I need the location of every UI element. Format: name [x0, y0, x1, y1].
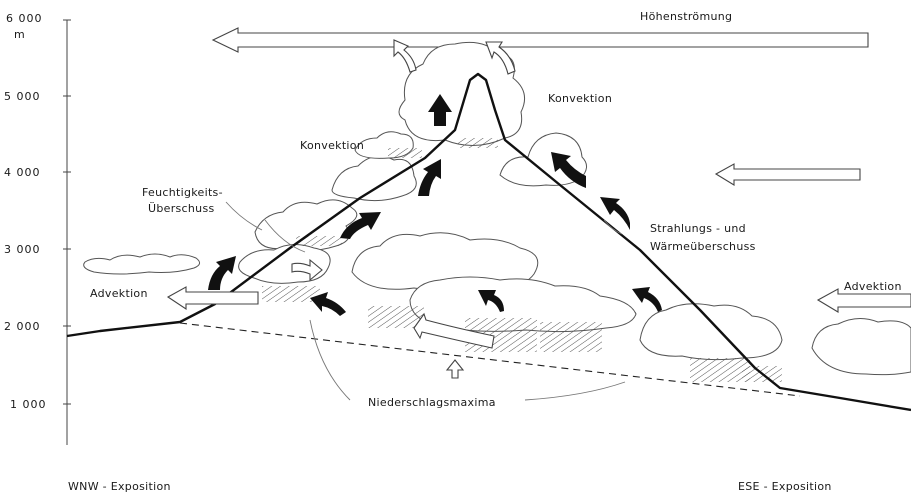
- niederschlag-label: Niederschlagsmaxima: [368, 396, 496, 409]
- konvektion-left-label: Konvektion: [300, 139, 364, 152]
- y-tick-1000: 1 000: [10, 398, 47, 411]
- y-tick-5000: 5 000: [4, 90, 41, 103]
- ese-exposition-label: ESE - Exposition: [738, 480, 832, 493]
- y-axis: 6 000 m 5 000 4 000 3 000 2 000 1 000: [4, 12, 71, 445]
- upslope-arrow-1: [208, 256, 236, 290]
- upper-airflow-arrow: [213, 28, 868, 52]
- slope-arrow-lower: [632, 287, 662, 312]
- feuchtigkeit-label-line2: Überschuss: [148, 202, 215, 215]
- strahlung-label-line1: Strahlungs - und: [650, 222, 746, 235]
- y-tick-6000: 6 000: [6, 12, 43, 25]
- y-tick-3000: 3 000: [4, 243, 41, 256]
- feuchtigkeit-label-line1: Feuchtigkeits-: [142, 186, 223, 199]
- y-unit: m: [14, 28, 26, 41]
- upslope-arrow-3: [418, 159, 441, 196]
- niederschlag-up-arrow: [447, 360, 463, 378]
- upper-airflow-label: Höhenströmung: [640, 10, 732, 23]
- y-tick-4000: 4 000: [4, 166, 41, 179]
- mid-level-flow-arrow: [716, 164, 860, 185]
- wnw-exposition-label: WNW - Exposition: [68, 480, 171, 493]
- strahlung-label-line2: Wärmeüberschuss: [650, 240, 756, 253]
- konvektion-right-label: Konvektion: [548, 92, 612, 105]
- y-tick-2000: 2 000: [4, 320, 41, 333]
- advektion-right-label: Advektion: [844, 280, 902, 293]
- advektion-left-label: Advektion: [90, 287, 148, 300]
- downslope-arrow-mid: [600, 197, 630, 230]
